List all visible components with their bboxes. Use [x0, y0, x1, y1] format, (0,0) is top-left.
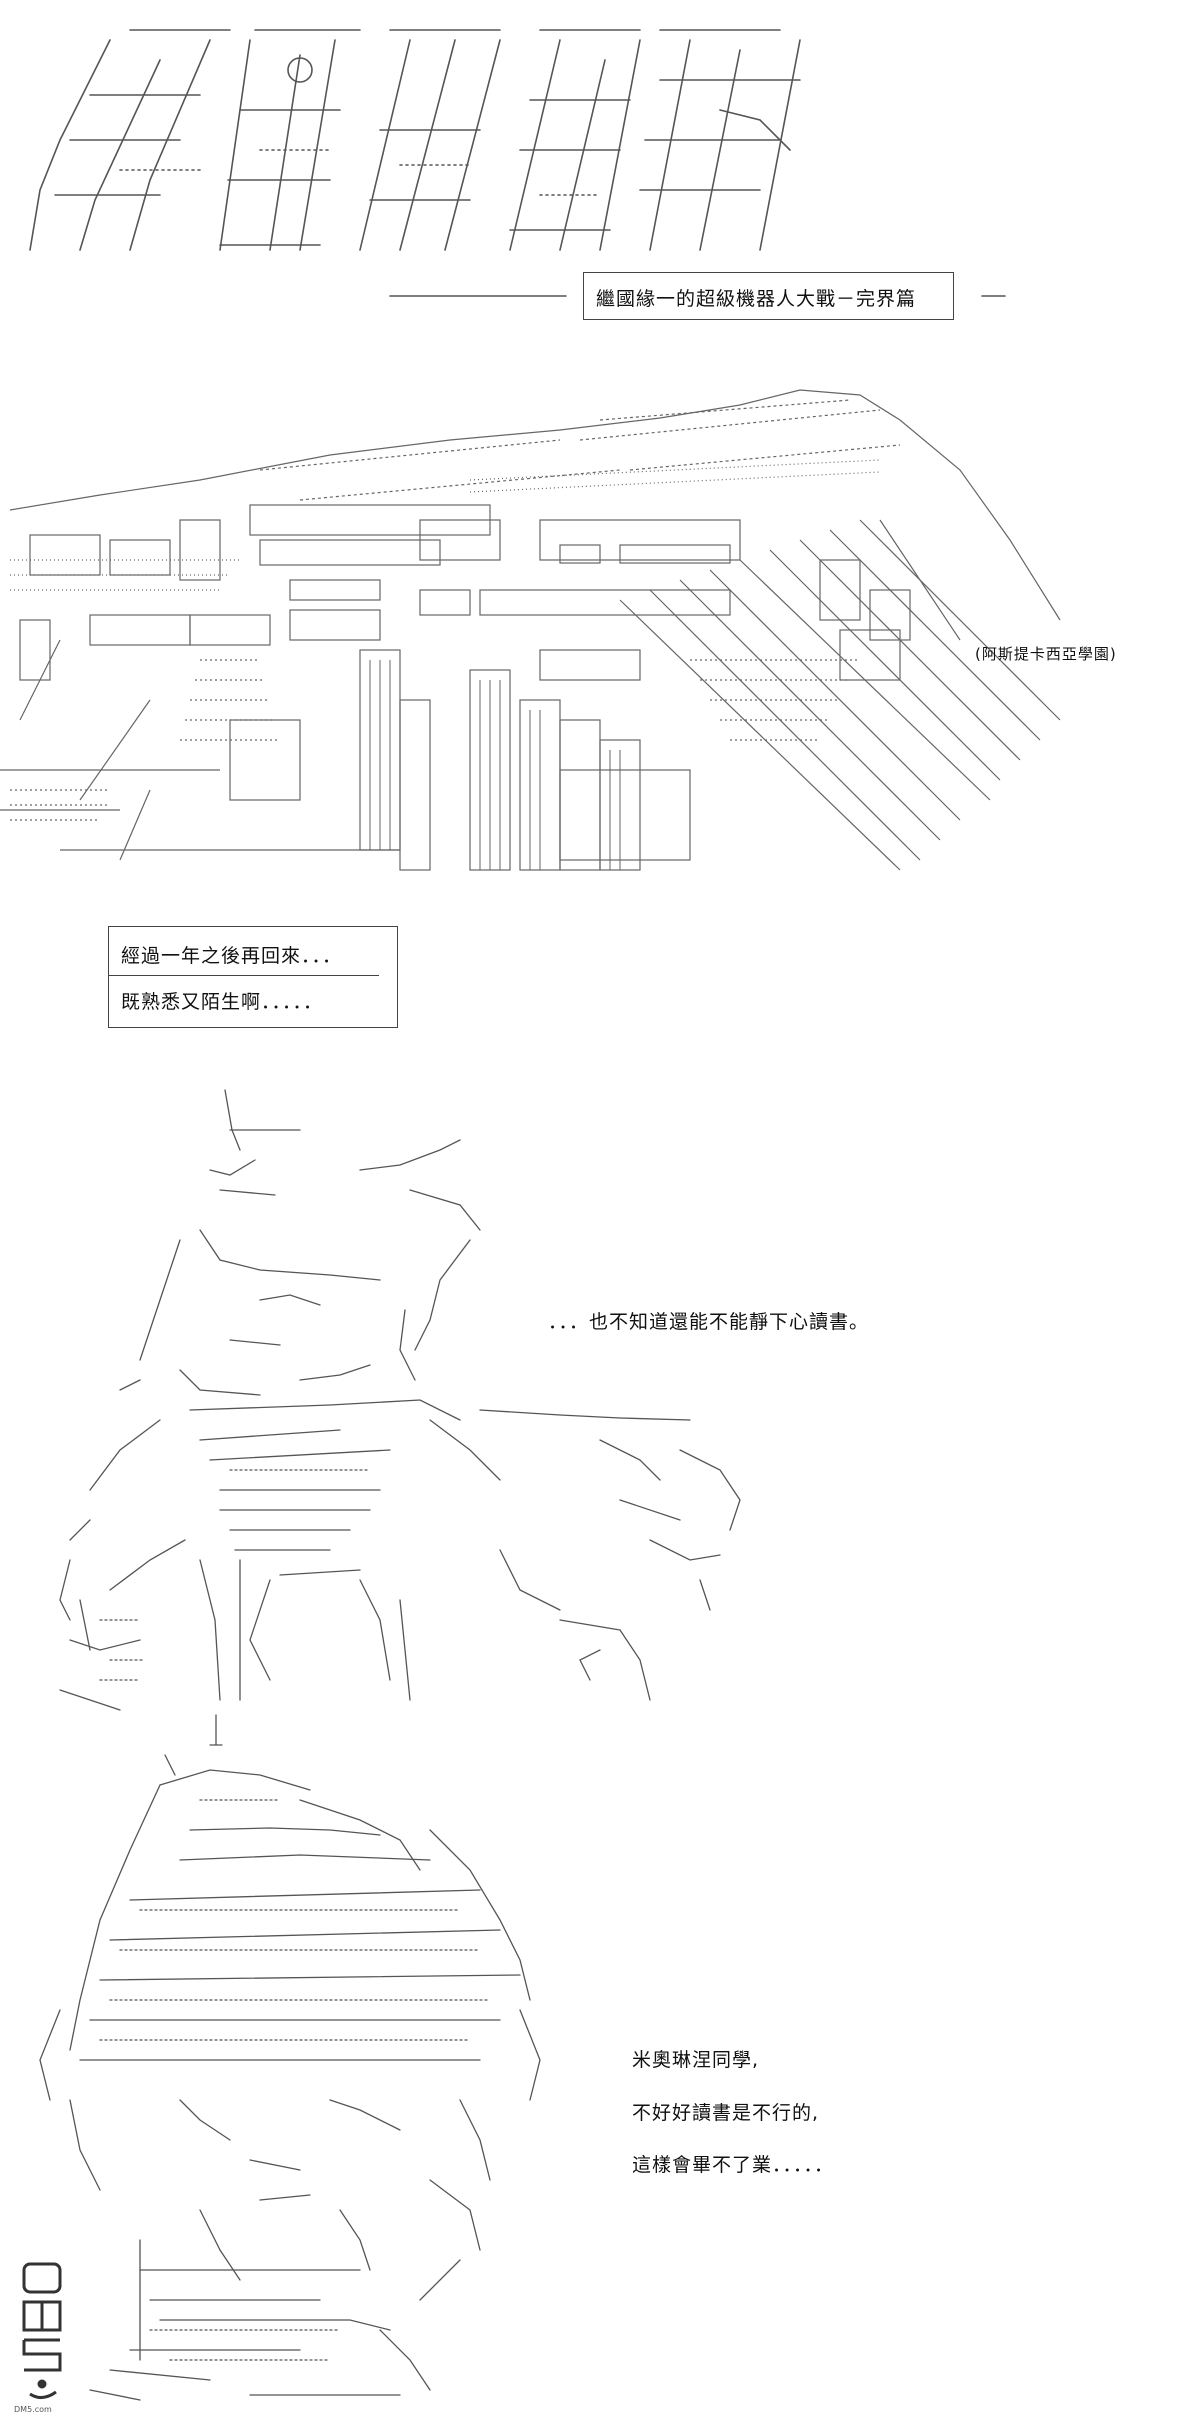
dialogue-line-3: 這樣會畢不了業．．．．． [632, 2154, 835, 2176]
dialogue-line-1: 米奧琳涅同學, [632, 2049, 760, 2071]
narration-box: 經過一年之後再回來．．． 既熟悉又陌生啊．．．．． [108, 926, 398, 1028]
narration-line-1: 經過一年之後再回來．．． [121, 945, 343, 967]
watermark-text: DM5.com [14, 2405, 52, 2414]
monologue-text: ．．．也不知道還能不能靜下心讀書。 [548, 1311, 870, 1333]
dialogue-line-2: 不好好讀書是不行的, [632, 2102, 820, 2124]
title-caption: 繼國緣一的超級機器人大戰－完界篇 [596, 288, 917, 310]
dm5-watermark-logo [22, 2262, 62, 2399]
narration-line-2: 既熟悉又陌生啊．．．．． [121, 991, 324, 1013]
narration-divider [109, 975, 379, 976]
location-label: (阿斯提卡西亞學園) [975, 645, 1117, 663]
title-caption-box: 繼國緣一的超級機器人大戰－完界篇 [583, 272, 954, 320]
